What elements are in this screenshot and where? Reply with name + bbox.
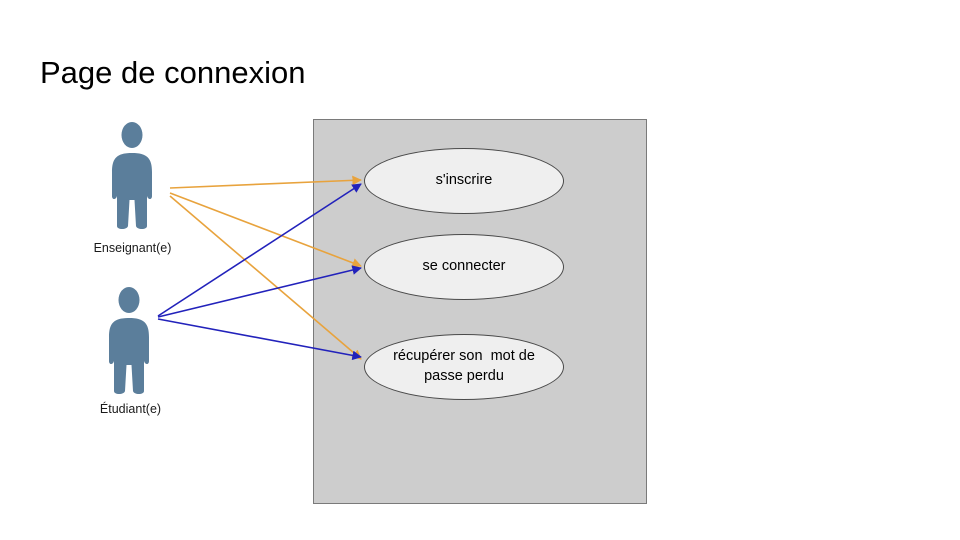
actor-etudiant-icon [109,287,149,394]
use-case-inscrire-label: s'inscrire [435,172,493,189]
association-enseignant-inscrire [169,175,362,189]
association-etudiant-recuperer [157,318,362,361]
actor-enseignant-label: Enseignant(e) [93,241,172,255]
use-case-recuperer-label: récupérer son mot de passe perdu [393,348,535,384]
use-case-inscrire[interactable]: s'inscrire [364,148,564,214]
association-enseignant-connecter [169,192,362,268]
association-etudiant-inscrire [157,183,362,317]
association-enseignant-recuperer [169,195,362,360]
association-etudiant-connecter [157,265,362,318]
page-title: Page de connexion [40,55,306,90]
use-case-connecter[interactable]: se connecter [364,234,564,300]
use-case-connecter-label: se connecter [422,258,506,275]
use-case-recuperer[interactable]: récupérer son mot de passe perdu [364,334,564,400]
actor-enseignant-icon [112,122,152,229]
actor-etudiant-label: Étudiant(e) [99,402,162,416]
